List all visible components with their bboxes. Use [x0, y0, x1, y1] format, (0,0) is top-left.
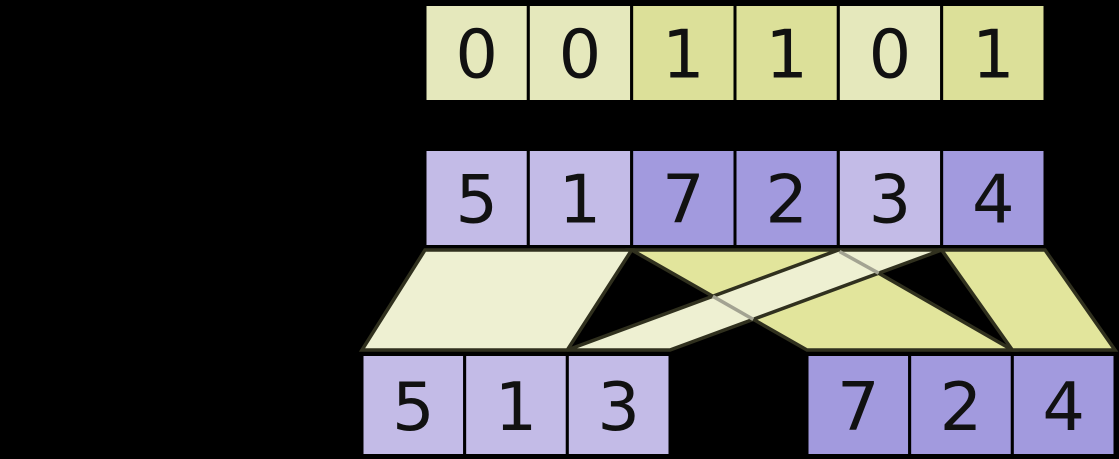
flag-cell-value: 1 — [765, 16, 808, 94]
value-cell — [940, 148, 1047, 248]
value-cell — [526, 148, 634, 248]
flags-row: 0 0 1 1 0 1 — [423, 3, 1047, 103]
connector-left-trapezoid — [358, 248, 635, 352]
flag-cell — [423, 3, 530, 103]
output-cell — [1010, 353, 1117, 457]
occluded-edge-line-upper — [838, 249, 880, 275]
value-cell-value: 1 — [559, 161, 602, 239]
output-cell — [908, 353, 1014, 457]
output-cell-value: 2 — [940, 368, 983, 446]
output-cell — [565, 353, 672, 457]
value-cell-value: 2 — [765, 161, 808, 239]
output-cell — [805, 353, 912, 457]
output-cell-value: 4 — [1042, 368, 1085, 446]
values-row: 5 1 7 2 3 4 — [423, 148, 1047, 248]
connector-pale-cross-band — [566, 248, 943, 352]
output-right-row: 7 2 4 — [805, 353, 1117, 457]
flag-cell-value: 1 — [662, 16, 705, 94]
flag-cell-value: 0 — [869, 16, 912, 94]
flag-cell-value: 1 — [972, 16, 1015, 94]
connector-right-trapezoid — [938, 248, 1119, 352]
value-cell-value: 3 — [869, 161, 912, 239]
output-cell-value: 5 — [392, 368, 435, 446]
value-cell — [836, 148, 944, 248]
value-cell-value: 5 — [455, 161, 498, 239]
output-cell — [360, 353, 467, 457]
value-cell-value: 4 — [972, 161, 1015, 239]
value-cell — [630, 148, 737, 248]
output-left-row: 5 1 3 — [360, 353, 672, 457]
output-cell-value: 1 — [495, 368, 538, 446]
connectors — [358, 248, 1119, 352]
output-cell-value: 3 — [597, 368, 640, 446]
output-cell — [463, 353, 569, 457]
flag-cell — [940, 3, 1047, 103]
output-cell-value: 7 — [837, 368, 880, 446]
flag-cell-value: 0 — [455, 16, 498, 94]
occluded-edge-line-lower — [711, 294, 755, 321]
flag-cell-value: 0 — [559, 16, 602, 94]
value-cell — [423, 148, 530, 248]
value-cell-value: 7 — [662, 161, 705, 239]
flag-cell — [526, 3, 634, 103]
